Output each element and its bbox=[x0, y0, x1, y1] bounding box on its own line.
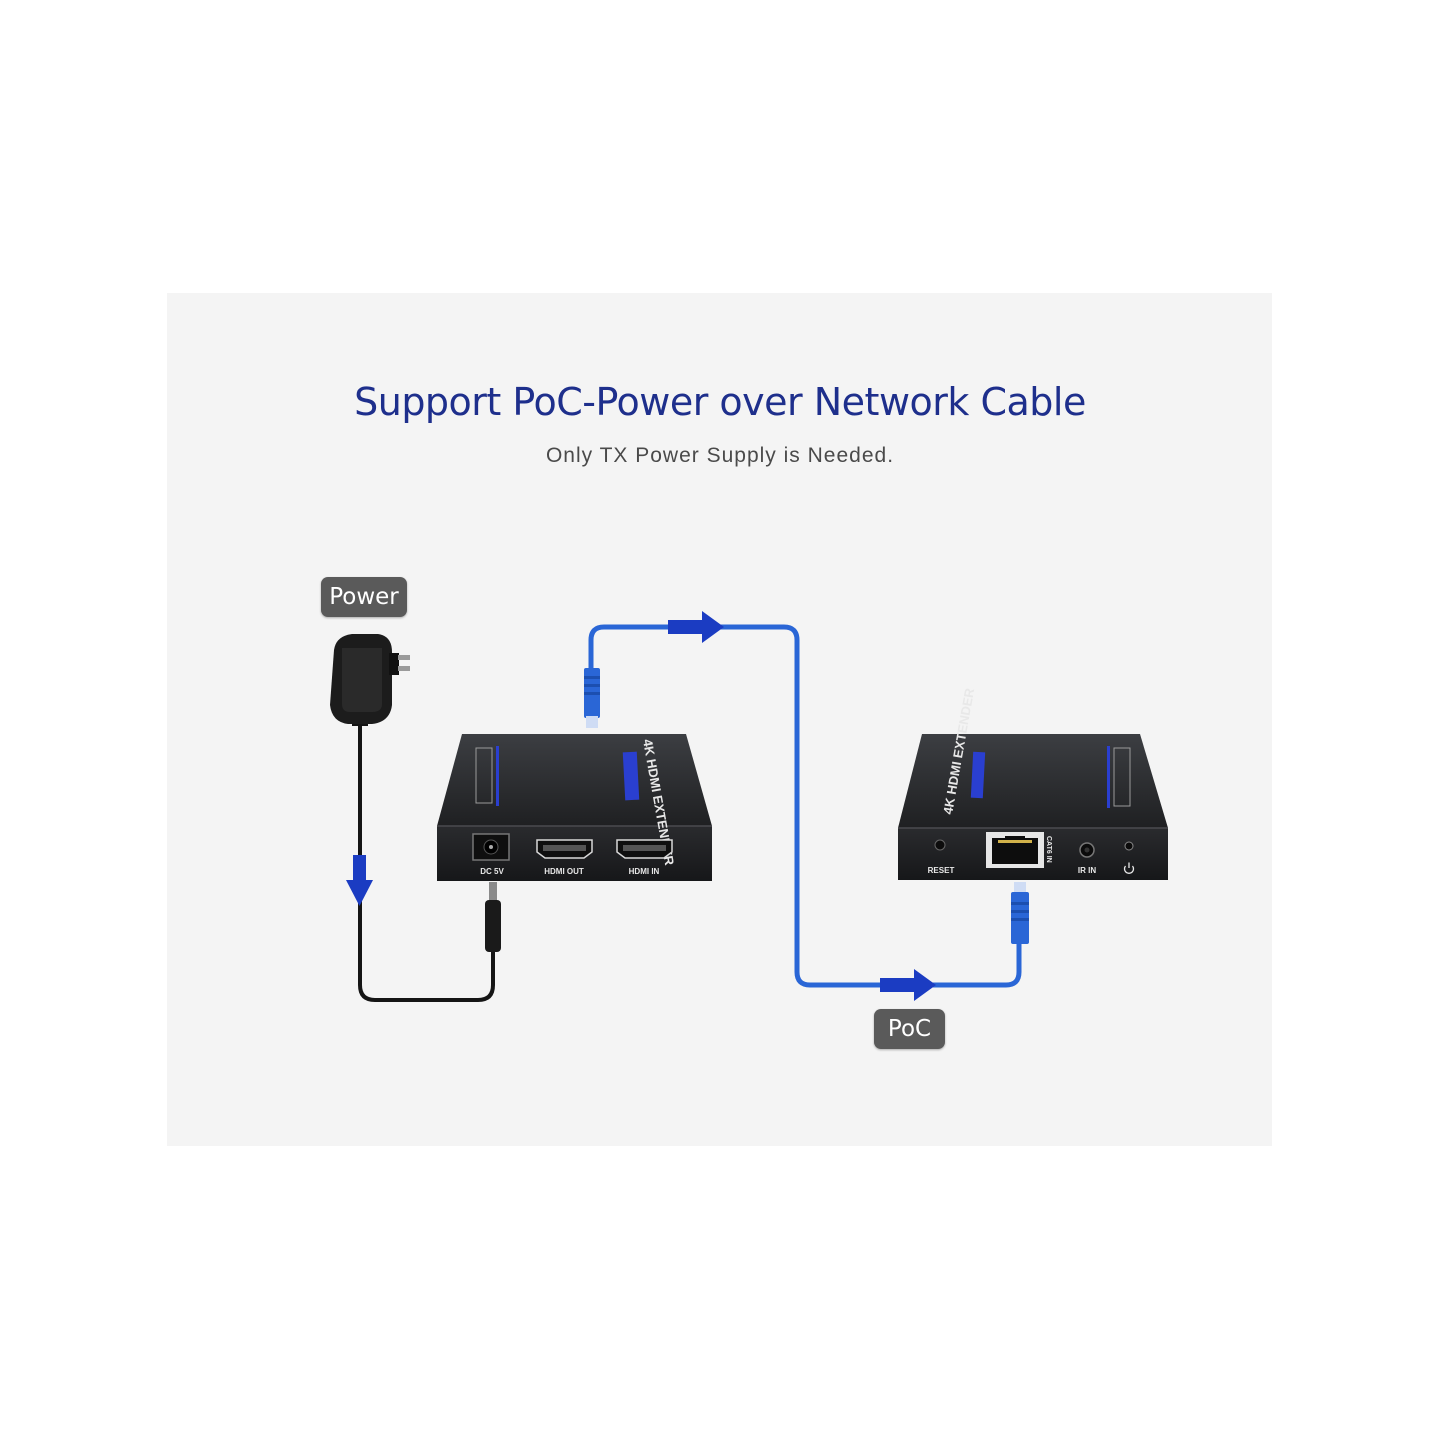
rj45-connector-icon bbox=[1011, 882, 1029, 944]
flow-arrow-icon bbox=[346, 855, 373, 906]
page-subtitle: Only TX Power Supply is Needed. bbox=[545, 444, 895, 467]
hdmi-in-label: HDMI IN bbox=[629, 867, 660, 876]
poc-tag: PoC bbox=[874, 1009, 945, 1049]
network-cable bbox=[588, 624, 1022, 988]
power-adapter-icon bbox=[330, 634, 410, 726]
hdmi-out-label: HDMI OUT bbox=[544, 867, 584, 876]
page-title: Support PoC-Power over Network Cable bbox=[354, 380, 1086, 424]
dc-port-label: DC 5V bbox=[480, 867, 504, 876]
rj45-connector-icon bbox=[584, 668, 600, 728]
power-cable bbox=[358, 722, 495, 1002]
transmitter-device: 4K HDMI EXTENDER DC 5V HDMI OUT HDMI IN bbox=[437, 734, 712, 881]
power-symbol-icon bbox=[1123, 862, 1135, 874]
reset-label: RESET bbox=[928, 866, 955, 875]
cat-port-label: CAT6 IN bbox=[1045, 836, 1052, 863]
flow-arrow-icon bbox=[880, 969, 936, 1001]
flow-arrow-icon bbox=[668, 611, 724, 643]
receiver-device: 4K HDMI EXTENDER RESET CAT6 IN IR IN bbox=[898, 686, 1168, 880]
dc-plug-icon bbox=[485, 882, 501, 952]
power-tag: Power bbox=[321, 577, 407, 617]
ir-in-label: IR IN bbox=[1078, 866, 1096, 875]
